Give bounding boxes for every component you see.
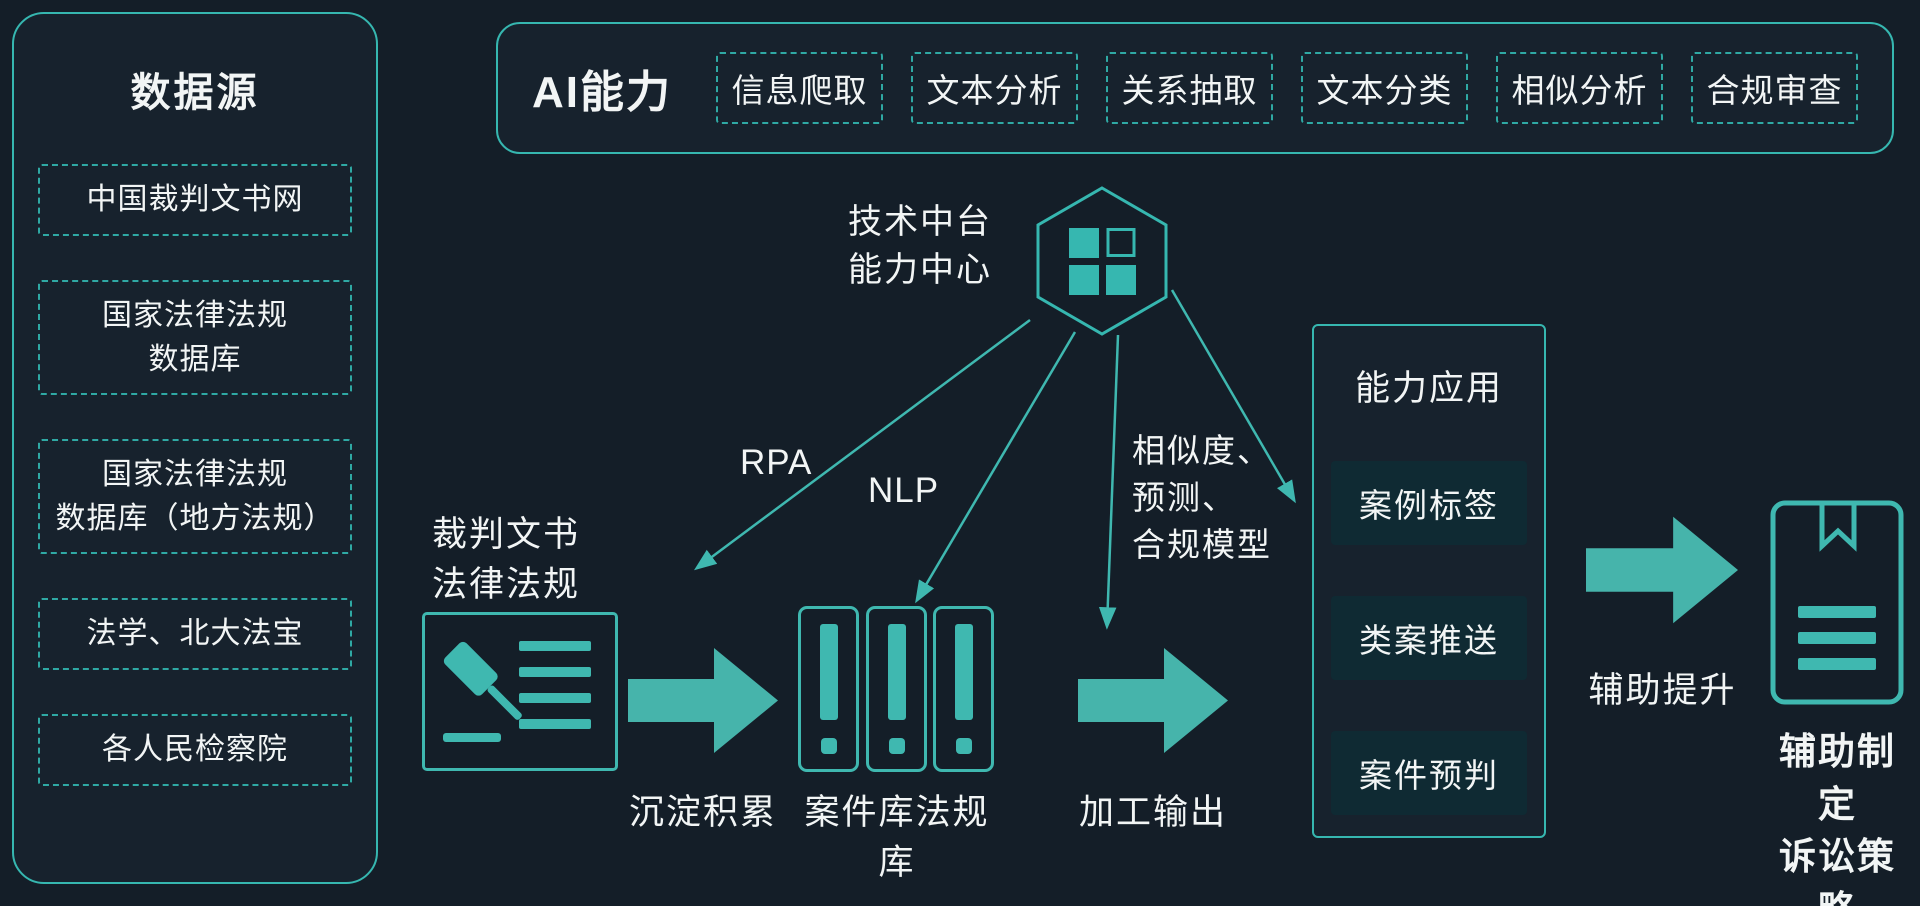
- assist-label: 辅助提升: [1588, 671, 1737, 710]
- arrow-nlp: [915, 331, 1077, 604]
- binder-bar: [954, 624, 973, 720]
- data-sources-title: 数据源: [130, 71, 260, 115]
- step3-label: 加工输出: [1078, 793, 1227, 832]
- capability-app-item: 案例标签: [1331, 461, 1527, 545]
- platform-hexagon-icon: [1036, 186, 1168, 336]
- case-library-icon: [798, 606, 859, 772]
- ai-capability-chip: 信息爬取: [716, 52, 883, 124]
- rpa-label: RPA: [740, 443, 813, 482]
- data-source-item: 中国裁判文书网: [38, 164, 352, 236]
- ai-capabilities-panel: AI能力 信息爬取 文本分析 关系抽取 文本分类 相似分析 合规审查: [496, 22, 1894, 154]
- capability-application-title: 能力应用: [1354, 369, 1503, 408]
- step1-label: 沉淀积累: [628, 793, 777, 832]
- judgment-doc-label: 裁判文书 法律法规: [432, 515, 581, 604]
- arrow-model: [1098, 334, 1120, 630]
- capability-application-panel: 能力应用 案例标签 类案推送 案件预判: [1312, 324, 1546, 838]
- binder-dot: [955, 738, 972, 754]
- binder-bar: [887, 624, 906, 720]
- data-source-item: 各人民检察院: [38, 714, 352, 786]
- ai-capability-chip: 相似分析: [1496, 52, 1663, 124]
- ai-capability-chip: 文本分析: [911, 52, 1078, 124]
- ai-capabilities-title: AI能力: [532, 68, 672, 117]
- platform-label: 技术中台 能力中心: [848, 203, 992, 290]
- data-source-item: 国家法律法规 数据库（地方法规）: [38, 439, 352, 554]
- flow-arrow-1: [628, 648, 778, 753]
- ai-capabilities-list: 信息爬取 文本分析 关系抽取 文本分类 相似分析 合规审查: [716, 52, 1858, 124]
- capability-app-item: 类案推送: [1331, 596, 1527, 680]
- ai-capability-chip: 关系抽取: [1106, 52, 1273, 124]
- flow-arrow-2: [1078, 648, 1228, 753]
- bookmark-icon: [1819, 505, 1857, 552]
- binder-dot: [888, 738, 905, 754]
- strategy-document-icon: [1770, 500, 1904, 705]
- ai-capability-chip: 合规审查: [1691, 52, 1858, 124]
- data-source-item: 法学、北大法宝: [38, 598, 352, 670]
- data-sources-list: 中国裁判文书网 国家法律法规 数据库 国家法律法规 数据库（地方法规） 法学、北…: [38, 164, 352, 786]
- final-label: 辅助制定 诉讼策略: [1779, 731, 1896, 906]
- judgment-document-icon: [422, 612, 618, 771]
- case-library-icon: [933, 606, 994, 772]
- case-library-icon: [866, 606, 927, 772]
- data-source-item: 国家法律法规 数据库: [38, 280, 352, 395]
- ai-capability-chip: 文本分类: [1301, 52, 1468, 124]
- binder-dot: [820, 738, 837, 754]
- binder-bar: [819, 624, 838, 720]
- step2-label: 案件库法规库: [804, 793, 990, 882]
- flow-arrow-3: [1586, 516, 1738, 624]
- model-label: 相似度、 预测、 合规模型: [1132, 432, 1272, 563]
- capability-app-item: 案件预判: [1331, 731, 1527, 815]
- nlp-label: NLP: [868, 471, 940, 510]
- data-sources-panel: 数据源 中国裁判文书网 国家法律法规 数据库 国家法律法规 数据库（地方法规） …: [12, 12, 378, 884]
- gavel-icon: [443, 641, 591, 742]
